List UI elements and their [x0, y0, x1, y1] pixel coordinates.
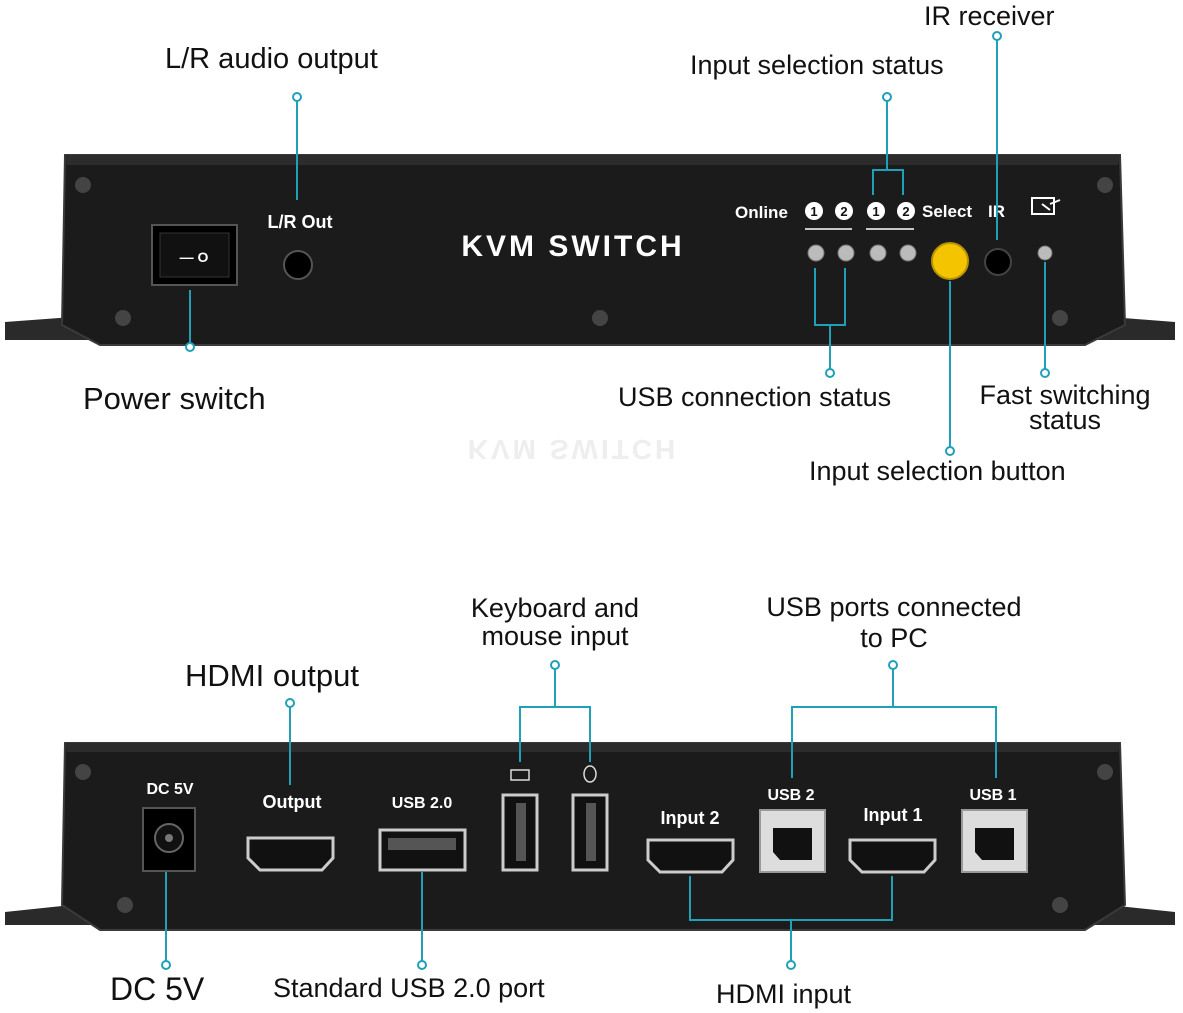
- online-num2: 2: [840, 204, 847, 219]
- ir-receiver: [984, 248, 1012, 276]
- label-keyboard-mouse-line1: Keyboard and: [470, 593, 640, 623]
- label-keyboard-mouse-line2: mouse input: [481, 621, 629, 651]
- output-text: Output: [263, 792, 322, 812]
- title-reflection: KVM SWITCH: [468, 434, 678, 465]
- label-ir-receiver: IR receiver: [924, 1, 1055, 31]
- label-power-switch: Power switch: [83, 381, 266, 416]
- power-switch-mark: — O: [180, 249, 209, 265]
- fast-switch-icon: [1031, 197, 1061, 215]
- dc-jack: [142, 807, 196, 872]
- usb20-text: USB 2.0: [392, 795, 453, 812]
- label-usb-ports-to-pc: USB ports connected to PC: [748, 594, 1040, 652]
- lr-audio-jack: [283, 250, 313, 280]
- front-callouts: [185, 31, 1050, 456]
- lr-out-text: L/R Out: [268, 212, 333, 232]
- front-panel: — O L/R Out KVM SWITCH Online 1 2 1 2 Se…: [5, 154, 1175, 465]
- hdmi-input2-port: [646, 838, 735, 874]
- back-panel: DC 5V Output USB 2.0 Input 2 USB 2 Input…: [5, 742, 1175, 931]
- status-num1: 1: [872, 204, 879, 219]
- label-lr-audio-output: L/R audio output: [165, 43, 378, 75]
- select-text: Select: [922, 202, 972, 221]
- back-callouts: [161, 660, 997, 970]
- usb2-text: USB 2: [767, 787, 814, 804]
- label-hdmi-output: HDMI output: [185, 658, 360, 693]
- label-keyboard-mouse-input: Keyboard and mouse input: [455, 595, 655, 650]
- select-button: [931, 242, 969, 280]
- mouse-icon: [583, 765, 597, 783]
- dc5v-text: DC 5V: [146, 781, 193, 798]
- label-input-selection-status: Input selection status: [690, 50, 944, 80]
- label-usb-ports-line1: USB ports connected: [766, 592, 1022, 622]
- input2-text: Input 2: [661, 808, 720, 828]
- online-num1: 1: [810, 204, 817, 219]
- usb-b-port-1: [961, 809, 1028, 873]
- input1-text: Input 1: [864, 805, 923, 825]
- keyboard-icon: [510, 769, 530, 781]
- hdmi-output-port: [246, 836, 335, 872]
- online-text: Online: [735, 203, 788, 222]
- usb1-text: USB 1: [969, 787, 1016, 804]
- label-usb-ports-line2: to PC: [860, 623, 928, 653]
- device-title: KVM SWITCH: [461, 230, 684, 263]
- label-hdmi-input: HDMI input: [716, 979, 852, 1009]
- status-num2: 2: [902, 204, 909, 219]
- label-usb-connection-status: USB connection status: [618, 382, 892, 412]
- label-standard-usb-port: Standard USB 2.0 port: [273, 973, 545, 1003]
- hdmi-input1-port: [848, 838, 937, 874]
- label-fast-switching-status: Fast switching status: [970, 382, 1160, 434]
- label-dc-5v: DC 5V: [110, 971, 205, 1007]
- label-input-selection-button: Input selection button: [809, 456, 1066, 486]
- label-fast-switching-line1: Fast switching: [979, 380, 1151, 410]
- label-fast-switching-line2: status: [1028, 405, 1102, 435]
